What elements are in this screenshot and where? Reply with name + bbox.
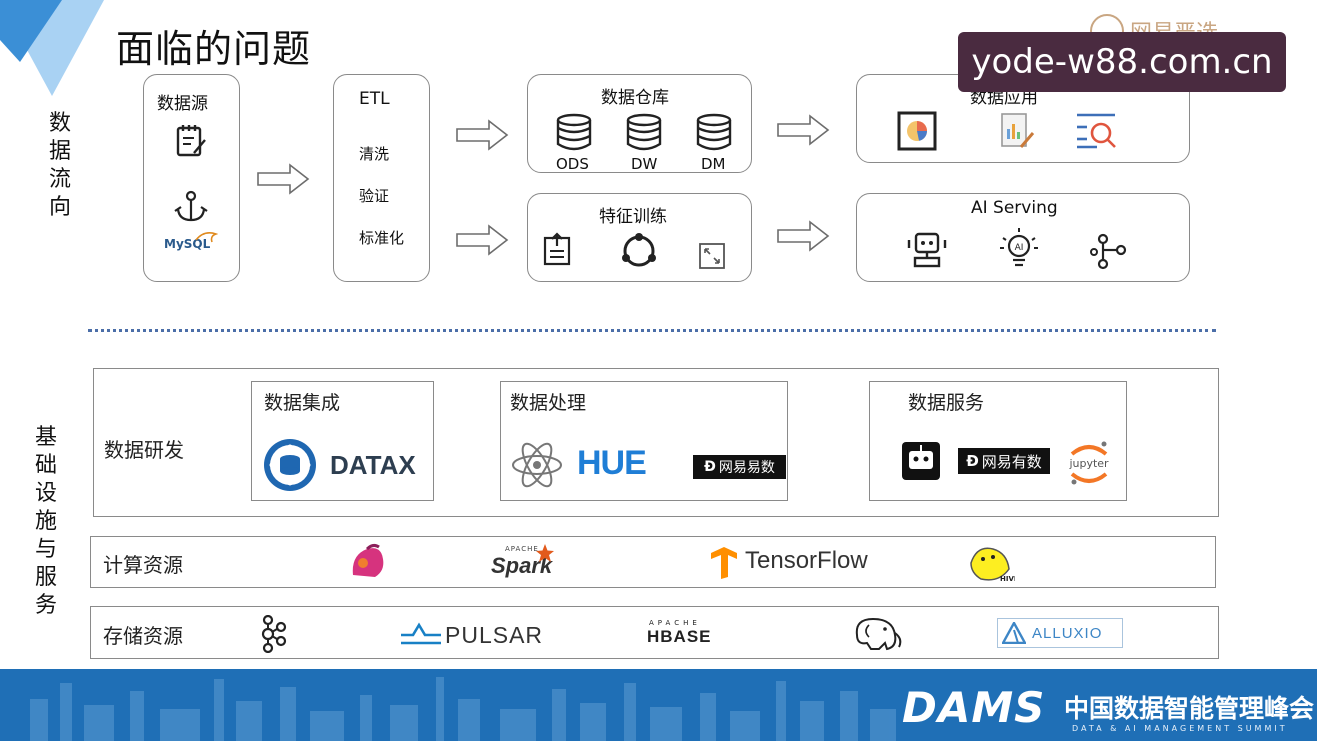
feature-training-box: 特征训练 (527, 193, 752, 282)
netease-yishu-label: 网易易数 (718, 460, 775, 476)
svg-text:AI: AI (1015, 243, 1024, 253)
data-development-label: 数据研发 (104, 438, 184, 462)
tensorflow-icon (711, 547, 737, 579)
datax-logo: DATAX (330, 450, 416, 481)
clipboard-upload-icon (543, 232, 571, 266)
flow-arrow (456, 119, 509, 151)
jupyter-icon: jupyter (1068, 441, 1109, 485)
layer-dm: DM (701, 155, 726, 173)
data-source-title: 数据源 (157, 94, 208, 114)
hbase-label: HBASE (647, 627, 712, 646)
hive-bee-icon: HIVE (970, 547, 1015, 583)
tensorflow-label: TensorFlow (745, 547, 868, 574)
database-icon (626, 113, 662, 151)
bot-service-icon (902, 442, 940, 480)
data-integration-box: 数据集成 DATAX (251, 381, 434, 501)
kafka-icon (261, 615, 287, 653)
spark-logo: APACHE Spark (491, 543, 555, 583)
graph-cycle-icon (622, 233, 656, 267)
netease-yishu-logo: Ð 网易易数 (693, 455, 786, 479)
expand-icon (699, 243, 725, 269)
storage-resources-bar: 存储资源 PULSAR APACHE HBASE ALLUXIO (90, 606, 1219, 659)
pulsar-label: PULSAR (445, 622, 544, 648)
kubeflow-squirrel-icon (352, 543, 384, 577)
flow-arrow (456, 224, 509, 256)
data-processing-box: 数据处理 HUE Ð 网易易数 (500, 381, 788, 501)
side-label-data-flow: 数据流向 (48, 111, 71, 220)
anchor-icon (174, 190, 208, 222)
integration-db-icon (264, 439, 316, 491)
notepad-icon (176, 125, 206, 157)
flow-arrow (257, 163, 310, 195)
data-service-box: 数据服务 Ð 网易有数 jupyter (869, 381, 1127, 501)
alluxio-logo: ALLUXIO (997, 618, 1123, 648)
storage-resources-label: 存储资源 (103, 624, 183, 648)
node-graph-icon (1090, 233, 1127, 270)
side-label-infrastructure: 基础设施与服务 (34, 425, 57, 618)
report-edit-icon (1001, 113, 1035, 148)
search-list-icon (1077, 113, 1116, 149)
database-icon (696, 113, 732, 151)
etl-box: ETL 清洗 验证 标准化 (333, 74, 430, 282)
feature-training-title: 特征训练 (599, 207, 667, 227)
layer-ods: ODS (556, 155, 589, 173)
spark-star-icon (536, 544, 554, 562)
spark-apache-label: APACHE (505, 545, 539, 553)
summit-name-cn: 中国数据智能管理峰会 (1064, 694, 1315, 723)
compute-resources-bar: 计算资源 APACHE Spark TensorFlow HIVE (90, 536, 1216, 588)
summit-name-en: DATA & AI MANAGEMENT SUMMIT (1072, 724, 1288, 733)
data-processing-title: 数据处理 (510, 392, 587, 414)
etl-item-clean: 清洗 (359, 145, 390, 163)
hue-logo: HUE (577, 444, 647, 483)
pulsar-icon (401, 622, 441, 645)
jupyter-label: jupyter (1068, 457, 1109, 470)
data-warehouse-title: 数据仓库 (601, 88, 669, 108)
netease-youshu-logo: Ð 网易有数 (958, 448, 1050, 474)
etl-item-normalize: 标准化 (359, 229, 405, 247)
ai-bulb-icon: AI (1000, 228, 1038, 267)
mysql-logo: MySQL (164, 237, 210, 251)
hue-label: HUE (577, 444, 647, 482)
atom-icon (512, 442, 562, 488)
dams-logo: DAMS (902, 683, 1046, 732)
city-skyline-graphic (30, 677, 896, 741)
section-divider (88, 329, 1216, 332)
etl-title: ETL (359, 89, 390, 109)
alluxio-label: ALLUXIO (1032, 624, 1103, 642)
layer-dw: DW (631, 155, 658, 173)
hive-label: HIVE (1000, 575, 1015, 583)
corner-decoration (0, 0, 104, 96)
dashboard-chart-icon (897, 111, 937, 151)
etl-item-validate: 验证 (359, 187, 390, 205)
data-service-title: 数据服务 (908, 392, 985, 414)
ai-serving-title: AI Serving (971, 198, 1058, 218)
hadoop-elephant-icon (855, 617, 902, 651)
database-icon (556, 113, 592, 151)
datax-label: DATAX (330, 450, 416, 480)
flow-arrow (777, 220, 830, 252)
compute-resources-label: 计算资源 (103, 553, 183, 577)
watermark-badge: yode-w88.com.cn (958, 32, 1286, 92)
alluxio-icon (1002, 622, 1026, 644)
netease-youshu-label: 网易有数 (981, 452, 1042, 471)
ai-serving-box: AI Serving AI (856, 193, 1190, 282)
hbase-apache-label: APACHE (649, 619, 701, 627)
hbase-logo: APACHE HBASE (647, 619, 727, 649)
data-application-title: 数据应用 (970, 88, 1038, 108)
robot-icon (907, 232, 947, 268)
flow-arrow (777, 114, 830, 146)
data-warehouse-box: 数据仓库 ODS DW DM (527, 74, 752, 173)
footer-banner: DAMS 中国数据智能管理峰会 DATA & AI MANAGEMENT SUM… (0, 669, 1317, 741)
data-source-box: 数据源 MySQL (143, 74, 240, 282)
page-title: 面临的问题 (116, 27, 312, 71)
mysql-label: MySQL (164, 237, 211, 251)
dolphin-icon (195, 232, 218, 243)
data-integration-title: 数据集成 (264, 392, 341, 414)
